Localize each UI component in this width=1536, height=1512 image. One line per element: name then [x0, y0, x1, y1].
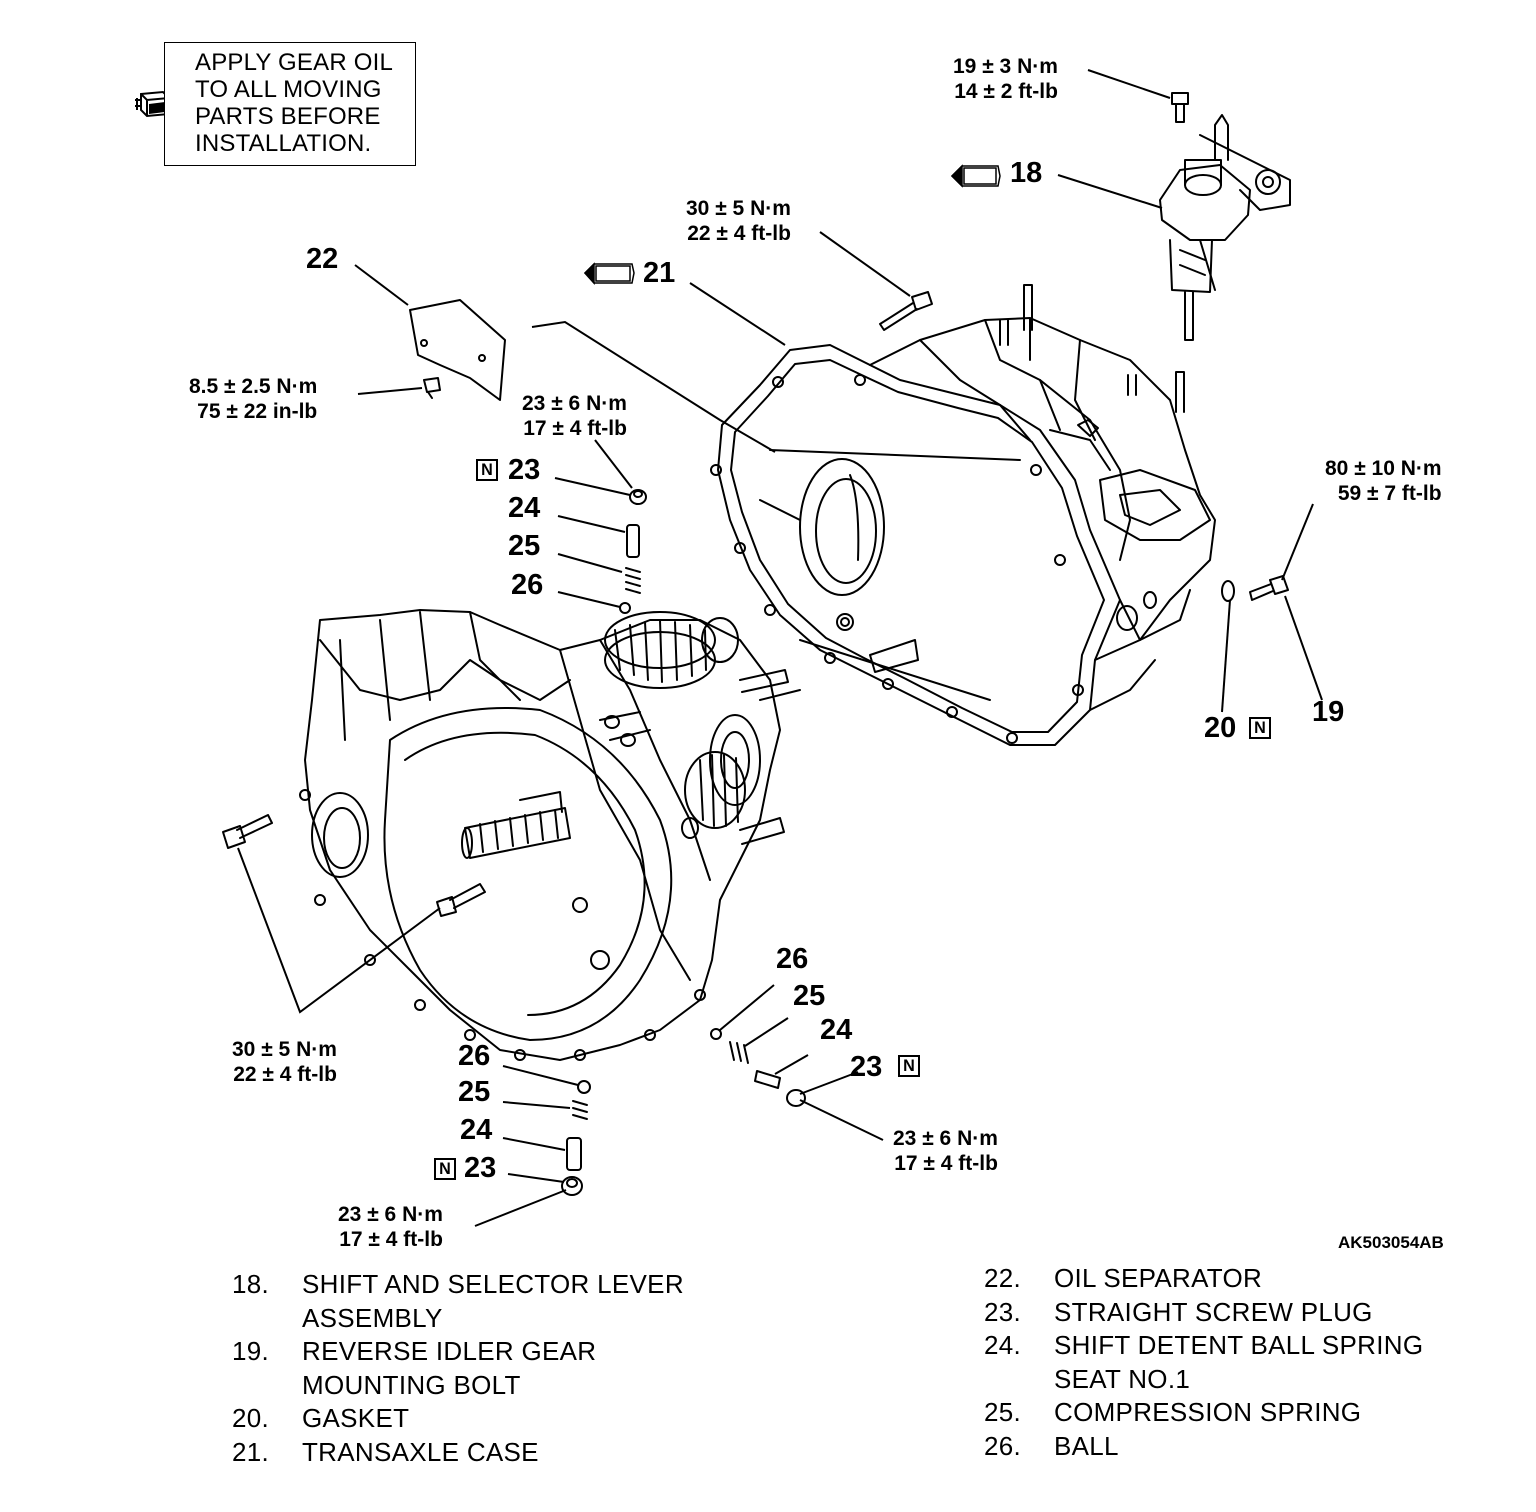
note-line: PARTS BEFORE: [195, 103, 381, 130]
torque-ftlb: 17 ± 4 ft-lb: [523, 417, 627, 440]
callout-26: 26: [776, 943, 809, 975]
torque-spec-21: 30 ± 5 N·m 22 ± 4 ft-lb: [686, 196, 791, 246]
torque-ftlb: 59 ± 7 ft-lb: [1337, 482, 1442, 505]
new-part-badge: N: [434, 1158, 456, 1180]
torque-ftlb: 22 ± 4 ft-lb: [687, 222, 791, 245]
callout-24: 24: [508, 492, 541, 524]
legend-number: 22.: [984, 1263, 1022, 1293]
shift-lever-drawing: [1159, 114, 1291, 341]
callout-18: 18: [1010, 157, 1043, 189]
torque-spec-19-right: 80 ± 10 N·m 59 ± 7 ft-lb: [1325, 456, 1442, 506]
torque-nm: 30 ± 5 N·m: [686, 197, 791, 220]
callout-20: 20: [1204, 712, 1237, 744]
legend-number: 18.: [232, 1269, 270, 1299]
legend-number: 23.: [984, 1296, 1022, 1327]
callout-25: 25: [793, 980, 826, 1012]
oil-separator-drawing: [409, 299, 506, 401]
legend-right: 22. OIL SEPARATOR 23. STRAIGHT SCREW PLU…: [984, 1262, 1474, 1463]
torque-nm: 23 ± 6 N·m: [522, 392, 627, 415]
legend-text: TRANSAXLE CASE: [302, 1436, 539, 1467]
legend-number: 24.: [984, 1330, 1022, 1360]
callout-26: 26: [511, 569, 544, 601]
callout-23: 23: [464, 1152, 497, 1184]
legend-text: SHIFT AND SELECTOR LEVER ASSEMBLY: [302, 1269, 684, 1333]
torque-spec-19-top: 19 ± 3 N·m 14 ± 2 ft-lb: [953, 54, 1058, 104]
gear-oil-note: APPLY GEAR OIL TO ALL MOVING PARTS BEFOR…: [164, 42, 416, 166]
legend-item: 19. REVERSE IDLER GEAR MOUNTING BOLT: [232, 1335, 722, 1402]
torque-ftlb: 22 ± 4 ft-lb: [233, 1063, 337, 1086]
torque-ftlb: 17 ± 4 ft-lb: [339, 1228, 443, 1251]
torque-nm: 23 ± 6 N·m: [338, 1203, 443, 1226]
legend-item: 24. SHIFT DETENT BALL SPRING SEAT NO.1: [984, 1329, 1474, 1396]
callout-24: 24: [820, 1014, 853, 1046]
new-part-badge: N: [476, 459, 498, 481]
torque-spec-23-bottom: 23 ± 6 N·m 17 ± 4 ft-lb: [338, 1202, 443, 1252]
legend-text: SHIFT DETENT BALL SPRING SEAT NO.1: [1054, 1330, 1424, 1394]
legend-item: 23. STRAIGHT SCREW PLUG: [984, 1296, 1474, 1330]
torque-nm: 30 ± 5 N·m: [232, 1038, 337, 1061]
legend-number: 20.: [232, 1403, 270, 1433]
legend-item: 25. COMPRESSION SPRING: [984, 1396, 1474, 1430]
legend-item: 20. GASKET: [232, 1402, 722, 1436]
torque-ftlb: 14 ± 2 ft-lb: [954, 80, 1058, 103]
legend-number: 25.: [984, 1397, 1022, 1427]
new-part-badge: N: [1249, 717, 1271, 739]
callout-26: 26: [458, 1040, 491, 1072]
legend-text: REVERSE IDLER GEAR MOUNTING BOLT: [302, 1336, 597, 1400]
bolts-drawing: [222, 92, 1289, 917]
note-line: APPLY GEAR OIL: [195, 49, 393, 76]
arrow-markers: [583, 164, 1001, 285]
legend-text: BALL: [1054, 1430, 1119, 1461]
legend-item: 21. TRANSAXLE CASE: [232, 1436, 722, 1470]
callout-25: 25: [508, 530, 541, 562]
callout-19: 19: [1312, 696, 1345, 728]
transmission-assembly-drawing: [299, 609, 801, 1061]
torque-nm: 8.5 ± 2.5 N·m: [189, 375, 318, 398]
torque-spec-23-upper: 23 ± 6 N·m 17 ± 4 ft-lb: [522, 391, 627, 441]
legend-text: STRAIGHT SCREW PLUG: [1054, 1296, 1373, 1327]
note-line: TO ALL MOVING: [195, 76, 382, 103]
legend-left: 18. SHIFT AND SELECTOR LEVER ASSEMBLY 19…: [232, 1268, 722, 1469]
legend-number: 26.: [984, 1430, 1022, 1461]
callout-24: 24: [460, 1114, 493, 1146]
legend-text: GASKET: [302, 1403, 410, 1433]
torque-nm: 19 ± 3 N·m: [953, 55, 1058, 78]
legend-text: OIL SEPARATOR: [1054, 1263, 1263, 1293]
callout-23: 23: [850, 1051, 883, 1083]
leader-lines: [237, 69, 1323, 1227]
callout-25: 25: [458, 1076, 491, 1108]
transaxle-case-drawing: [710, 284, 1216, 746]
torque-ftlb: 17 ± 4 ft-lb: [894, 1152, 998, 1175]
legend-number: 19.: [232, 1336, 270, 1366]
legend-item: 26. BALL: [984, 1430, 1474, 1464]
note-line: INSTALLATION.: [195, 130, 372, 157]
callout-22: 22: [306, 243, 339, 275]
torque-spec-22: 8.5 ± 2.5 N·m 75 ± 22 in-lb: [189, 374, 317, 424]
legend-number: 21.: [232, 1436, 270, 1467]
figure-code: AK503054AB: [1338, 1233, 1444, 1252]
torque-ftlb: 75 ± 22 in-lb: [197, 400, 318, 423]
callout-23: 23: [508, 454, 541, 486]
new-part-badge: N: [898, 1055, 920, 1077]
torque-nm: 23 ± 6 N·m: [893, 1127, 998, 1150]
detent-parts-drawing: [561, 489, 806, 1196]
torque-nm: 80 ± 10 N·m: [1325, 457, 1442, 480]
torque-spec-case-bolts: 30 ± 5 N·m 22 ± 4 ft-lb: [232, 1037, 337, 1087]
legend-item: 18. SHIFT AND SELECTOR LEVER ASSEMBLY: [232, 1268, 722, 1335]
callout-21: 21: [643, 257, 676, 289]
torque-spec-23-right: 23 ± 6 N·m 17 ± 4 ft-lb: [893, 1126, 998, 1176]
legend-text: COMPRESSION SPRING: [1054, 1397, 1362, 1427]
legend-item: 22. OIL SEPARATOR: [984, 1262, 1474, 1296]
